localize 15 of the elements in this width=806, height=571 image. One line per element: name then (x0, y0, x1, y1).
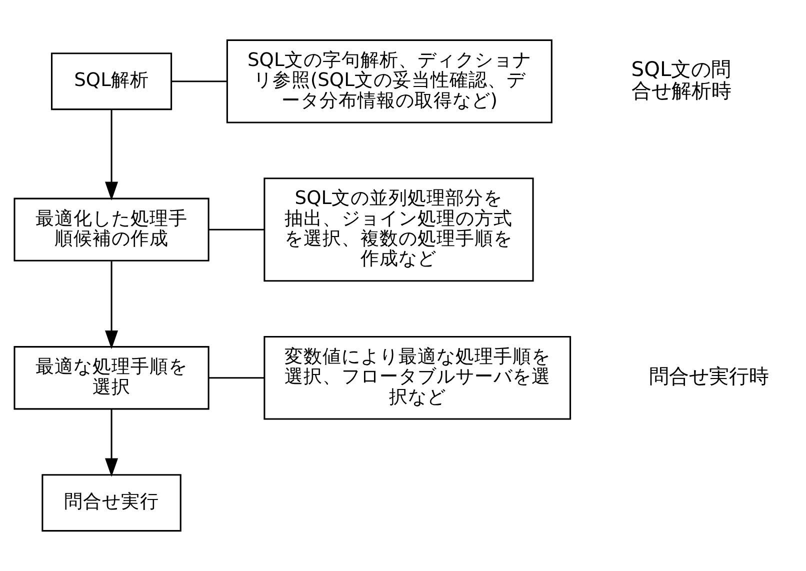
arrow (105, 408, 118, 477)
node-box: 問合せ実行 (42, 474, 182, 532)
node-box: SQL文の並列処理部分を抽出、ジョイン処理の方式を選択、複数の処理手順を作成など (264, 178, 534, 282)
node-box: SQL解析 (50, 52, 172, 110)
node-box: 変数値により最適な処理手順を選択、フロータブルサーバを選択など (264, 336, 572, 420)
connector (208, 228, 264, 230)
label: 問合せ実行時 (649, 364, 770, 388)
arrow (105, 110, 118, 200)
connector (208, 377, 264, 379)
arrow (105, 261, 118, 350)
node-box: SQL文の字句解析、ディクショナリ参照(SQL文の妥当性確認、データ分布情報の取得など) (226, 39, 552, 124)
label: SQL文の問合せ解析時 (631, 56, 732, 102)
node-box: 最適な処理手順を選択 (14, 346, 210, 410)
node-box: 最適化した処理手順候補の作成 (14, 198, 210, 262)
connector (172, 80, 228, 82)
